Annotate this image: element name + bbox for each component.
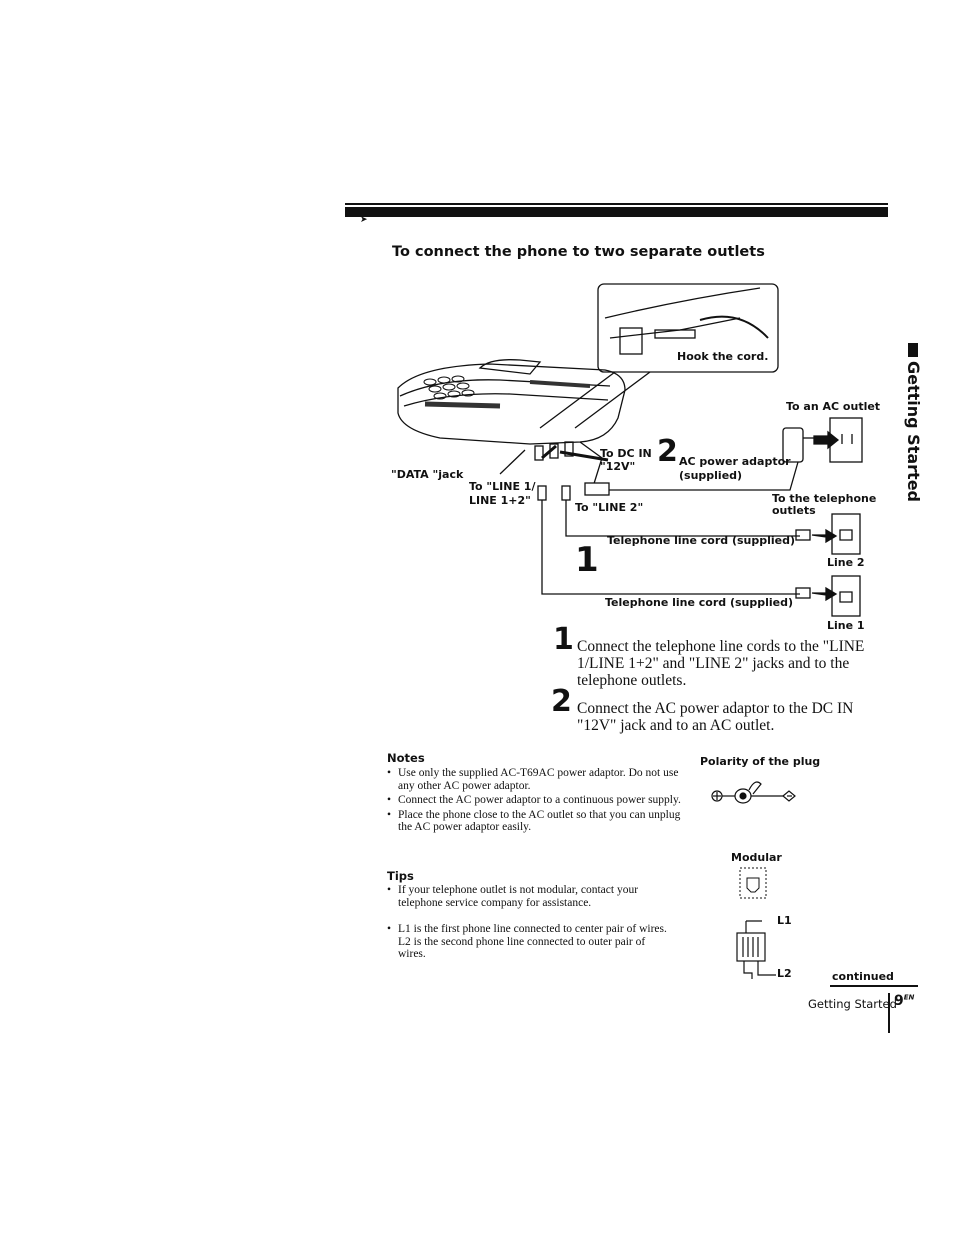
ac-adaptor-label-line2: (supplied) [679,469,743,482]
side-tab-marker [908,343,918,357]
section-side-tab: Getting Started [903,343,923,513]
note-item: Connect the AC power adaptor to a contin… [387,794,682,807]
step1-number: 1 [553,622,574,657]
tips-heading: Tips [387,869,414,883]
header-thin-rule [345,203,888,205]
line1-outlet [831,575,861,617]
polarity-plug-icon [711,781,796,804]
modular-l1-label: L1 [777,914,792,927]
step2-text: Connect the AC power adaptor to the DC I… [577,700,854,734]
modular-heading: Modular [731,851,782,864]
tip-item: L1 is the first phone line connected to … [387,923,672,961]
to-line1-label-line2: LINE 1+2" [469,494,531,507]
footer-divider [888,993,890,1033]
page-number: 9EN [894,993,914,1009]
notes-heading: Notes [387,751,425,765]
footer-section: Getting Started [808,997,897,1011]
note-item: Place the phone close to the AC outlet s… [387,809,682,834]
modular-plug-icon [736,920,776,979]
to-dc-in-label-line2: "12V" [600,460,636,473]
to-ac-outlet-label: To an AC outlet [786,400,881,413]
line2-label: Line 2 [827,556,865,569]
polarity-heading: Polarity of the plug [700,755,821,768]
modular-jack-icon [739,867,767,899]
to-tel-outlets-line2: outlets [772,504,816,517]
continued-label: continued [832,970,894,983]
diagram-step1-marker: 1 [575,540,599,580]
ac-adaptor-label-line1: AC power adaptor [679,455,791,468]
step1-text: Connect the telephone line cords to the … [577,638,865,689]
header-rule [345,207,888,217]
ac-outlet [829,417,863,463]
to-tel-outlets-line1: To the telephone [772,492,877,505]
section-title: To connect the phone to two separate out… [392,244,765,260]
modular-l2-label: L2 [777,967,792,980]
line2-outlet [831,513,861,555]
phone-body [397,363,626,445]
side-tab-label: Getting Started [904,361,923,502]
line1-label: Line 1 [827,619,865,632]
tip-item: If your telephone outlet is not modular,… [387,884,672,909]
header-arrow-mark: ➤ [360,214,368,224]
continued-rule [830,985,918,987]
to-line2-label: To "LINE 2" [575,501,644,514]
diagram-step2-marker: 2 [657,434,678,469]
notes-list: Use only the supplied AC-T69AC power ada… [387,767,682,836]
ac-adaptor [782,427,804,463]
tips-list: If your telephone outlet is not modular,… [387,884,672,963]
connection-diagram [397,283,863,617]
page-number-suffix: EN [903,993,915,1002]
hook-callout-box [597,283,779,373]
to-line1-label-line1: To "LINE 1/ [469,480,536,493]
step2-number: 2 [551,684,572,719]
page-number-value: 9 [894,993,904,1009]
data-jack-label: "DATA "jack [391,468,464,481]
hook-cord-label: Hook the cord. [677,350,769,363]
cord-label-upper: Telephone line cord (supplied) [607,534,796,547]
note-item: Use only the supplied AC-T69AC power ada… [387,767,682,792]
cord-label-lower: Telephone line cord (supplied) [605,596,794,609]
to-dc-in-label-line1: To DC IN [600,447,652,460]
